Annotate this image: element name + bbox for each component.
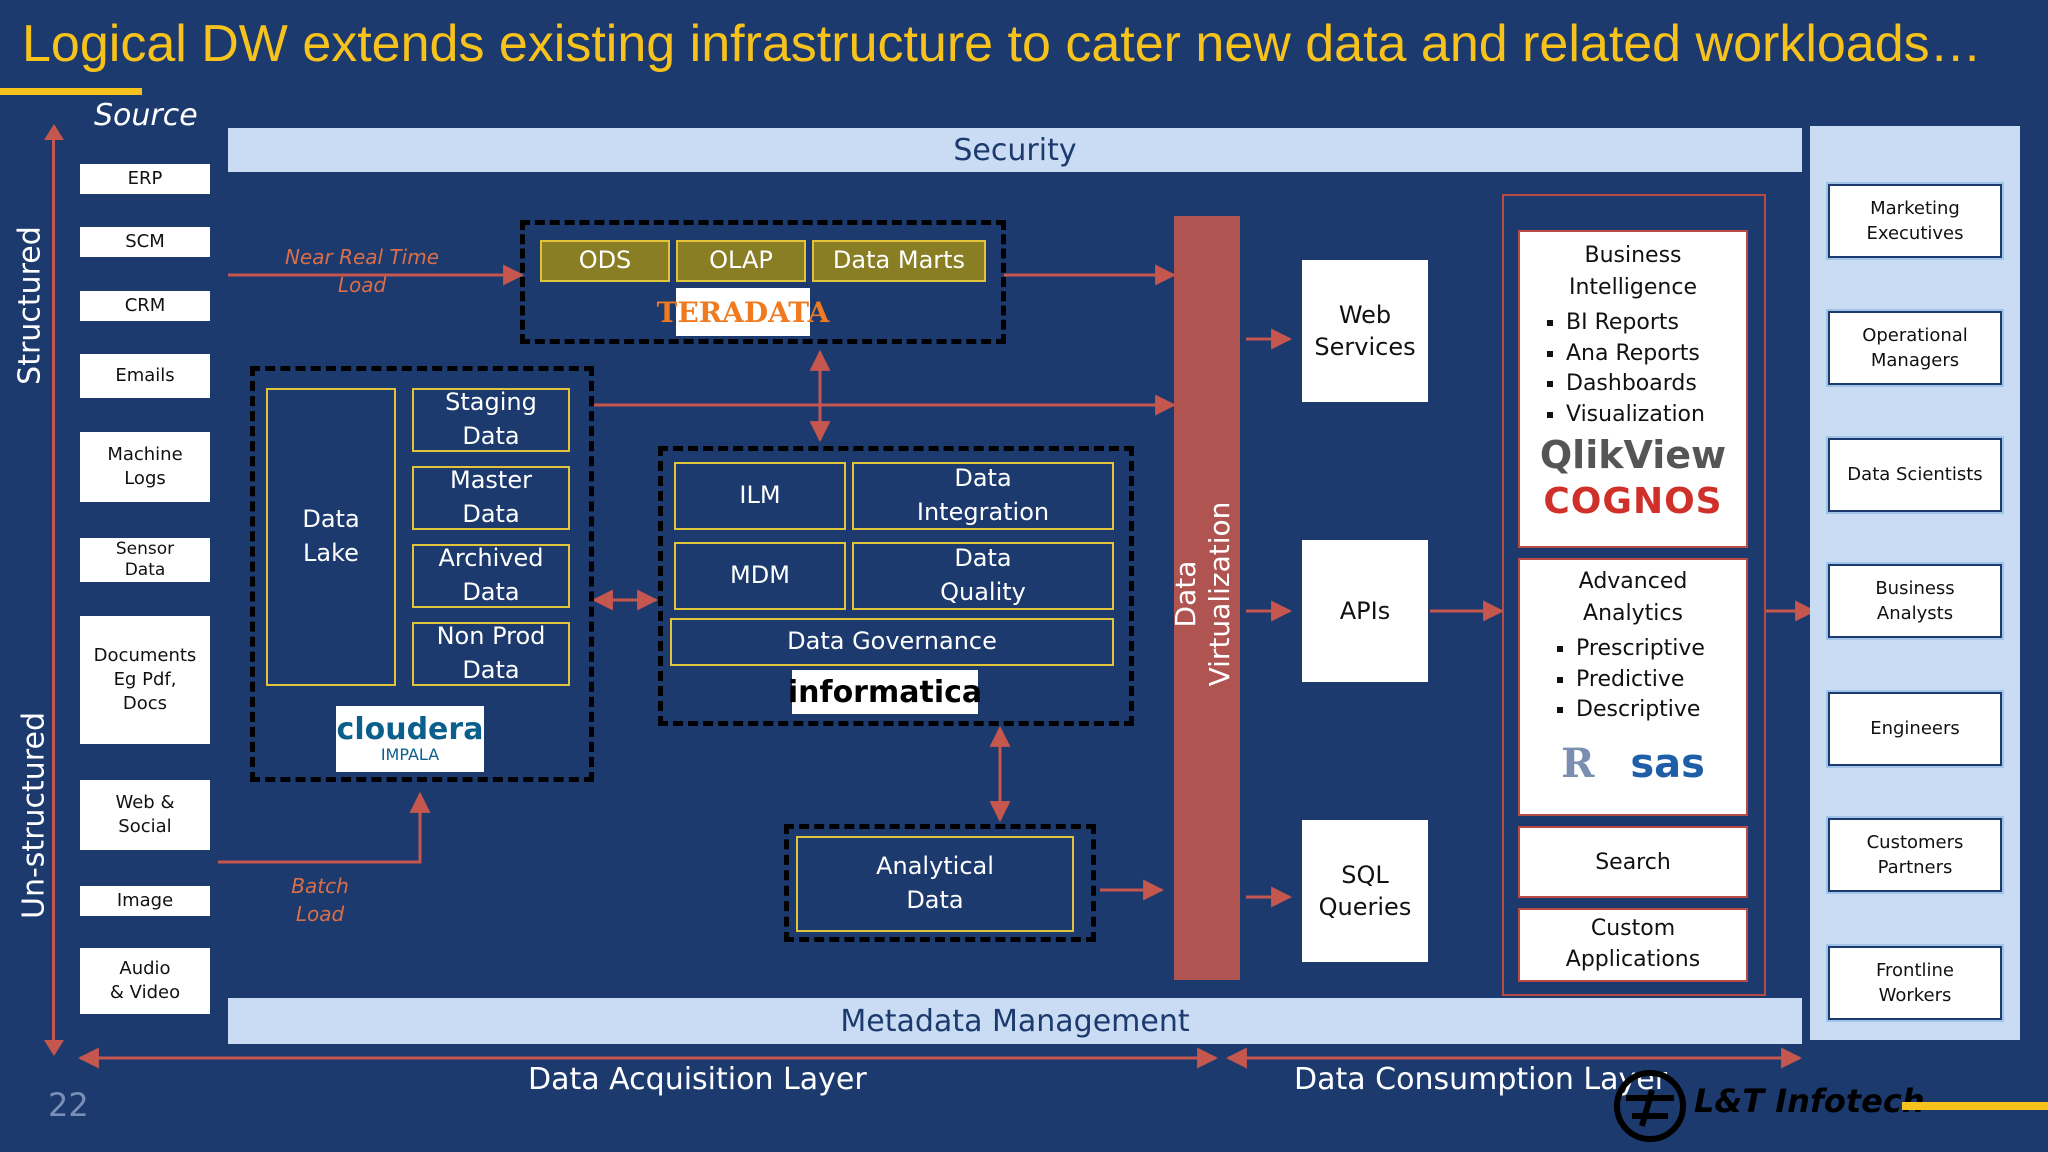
ilm-box: ILM	[674, 462, 846, 530]
data-virtualization-bar	[1174, 216, 1240, 980]
master-data-box: Master Data	[412, 466, 570, 530]
advanced-analytics-item: Descriptive	[1576, 695, 1746, 726]
advanced-analytics-box: Advanced Analytics Prescriptive Predicti…	[1518, 558, 1748, 816]
security-band: Security	[228, 128, 1802, 172]
data-lake-box: Data Lake	[266, 388, 396, 686]
data-marts-box: Data Marts	[812, 240, 986, 282]
mdm-box: MDM	[674, 542, 846, 610]
batch-load-label: Batch Load	[291, 874, 349, 926]
data-consumption-layer-label: Data Consumption Layer	[1294, 1062, 1668, 1097]
page-title: Logical DW extends existing infrastructu…	[22, 15, 1982, 73]
sas-logo: sas	[1630, 740, 1705, 787]
page-number: 22	[48, 1086, 89, 1124]
consumer-frontline-workers: Frontline Workers	[1826, 944, 2004, 1022]
near-real-time-load-label: Near Real Time Load	[284, 245, 440, 297]
cognos-logo: COGNOS	[1543, 480, 1723, 522]
consumer-customers-partners: Customers Partners	[1826, 816, 2004, 894]
consumer-engineers: Engineers	[1826, 690, 2004, 768]
source-axis-line	[52, 128, 55, 1048]
olap-box: OLAP	[676, 240, 806, 282]
warehouse-group	[520, 220, 1006, 344]
source-crm: CRM	[80, 291, 210, 321]
cloudera-logo-text: cloudera	[336, 712, 484, 747]
tools-group	[1502, 194, 1766, 996]
teradata-logo: TERADATA	[657, 288, 829, 336]
archived-data-box: Archived Data	[412, 544, 570, 608]
data-integration-box: Data Integration	[852, 462, 1114, 530]
consumer-marketing-executives: Marketing Executives	[1826, 182, 2004, 260]
source-label: Source	[94, 98, 198, 133]
analytical-data-box: Analytical Data	[796, 836, 1074, 932]
title-accent-bar	[0, 88, 142, 95]
apis-box: APIs	[1302, 540, 1428, 682]
source-image: Image	[80, 886, 210, 916]
search-box: Search	[1518, 826, 1748, 898]
consumer-data-scientists: Data Scientists	[1826, 436, 2004, 514]
analytical-data-group	[784, 824, 1096, 942]
data-quality-box: Data Quality	[852, 542, 1114, 610]
consumer-operational-managers: Operational Managers	[1826, 309, 2004, 387]
advanced-analytics-item: Predictive	[1576, 665, 1746, 696]
data-lake-group	[250, 366, 594, 782]
cloudera-logo: cloudera IMPALA	[336, 706, 484, 772]
bi-item: Visualization	[1566, 400, 1746, 431]
advanced-analytics-item: Prescriptive	[1576, 634, 1746, 665]
sql-queries-box: SQL Queries	[1302, 820, 1428, 962]
bi-item: Ana Reports	[1566, 339, 1746, 370]
custom-applications-box: Custom Applications	[1518, 908, 1748, 982]
source-documents: Documents Eg Pdf, Docs	[80, 616, 210, 744]
advanced-analytics-list: Prescriptive Predictive Descriptive	[1520, 634, 1746, 726]
source-emails: Emails	[80, 354, 210, 398]
source-erp: ERP	[80, 164, 210, 194]
ods-box: ODS	[540, 240, 670, 282]
mdm-group	[658, 446, 1134, 726]
informatica-logo: informatica	[788, 670, 982, 714]
source-axis-arrows	[44, 124, 64, 1056]
data-governance-box: Data Governance	[670, 618, 1114, 666]
data-acquisition-layer-label: Data Acquisition Layer	[528, 1062, 867, 1097]
r-logo: R	[1561, 740, 1595, 788]
advanced-analytics-title: Advanced Analytics	[1578, 569, 1688, 626]
footer-accent-bar	[1902, 1102, 2048, 1110]
non-prod-data-box: Non Prod Data	[412, 622, 570, 686]
source-web-social: Web & Social	[80, 780, 210, 850]
bi-box: Business Intelligence BI Reports Ana Rep…	[1518, 230, 1748, 548]
qlikview-logo: QlikView	[1539, 432, 1727, 477]
web-services-box: Web Services	[1302, 260, 1428, 402]
bi-list: BI Reports Ana Reports Dashboards Visual…	[1520, 308, 1746, 431]
impala-logo-text: IMPALA	[380, 745, 440, 764]
source-audio-video: Audio & Video	[80, 948, 210, 1014]
lt-infotech-logo-text: L&T Infotech	[1694, 1082, 1925, 1120]
source-scm: SCM	[80, 227, 210, 257]
source-sensor-data: Sensor Data	[80, 538, 210, 582]
staging-data-box: Staging Data	[412, 388, 570, 452]
bi-item: BI Reports	[1566, 308, 1746, 339]
lt-logo-icon	[1614, 1070, 1686, 1142]
source-machine-logs: Machine Logs	[80, 432, 210, 502]
consumer-business-analysts: Business Analysts	[1826, 562, 2004, 640]
bi-item: Dashboards	[1566, 369, 1746, 400]
metadata-band: Metadata Management	[228, 998, 1802, 1044]
data-virtualization-label: Data Virtualization	[1169, 501, 1236, 687]
bi-title: Business Intelligence	[1568, 243, 1697, 300]
analytics-logos: R sas	[1520, 740, 1746, 787]
